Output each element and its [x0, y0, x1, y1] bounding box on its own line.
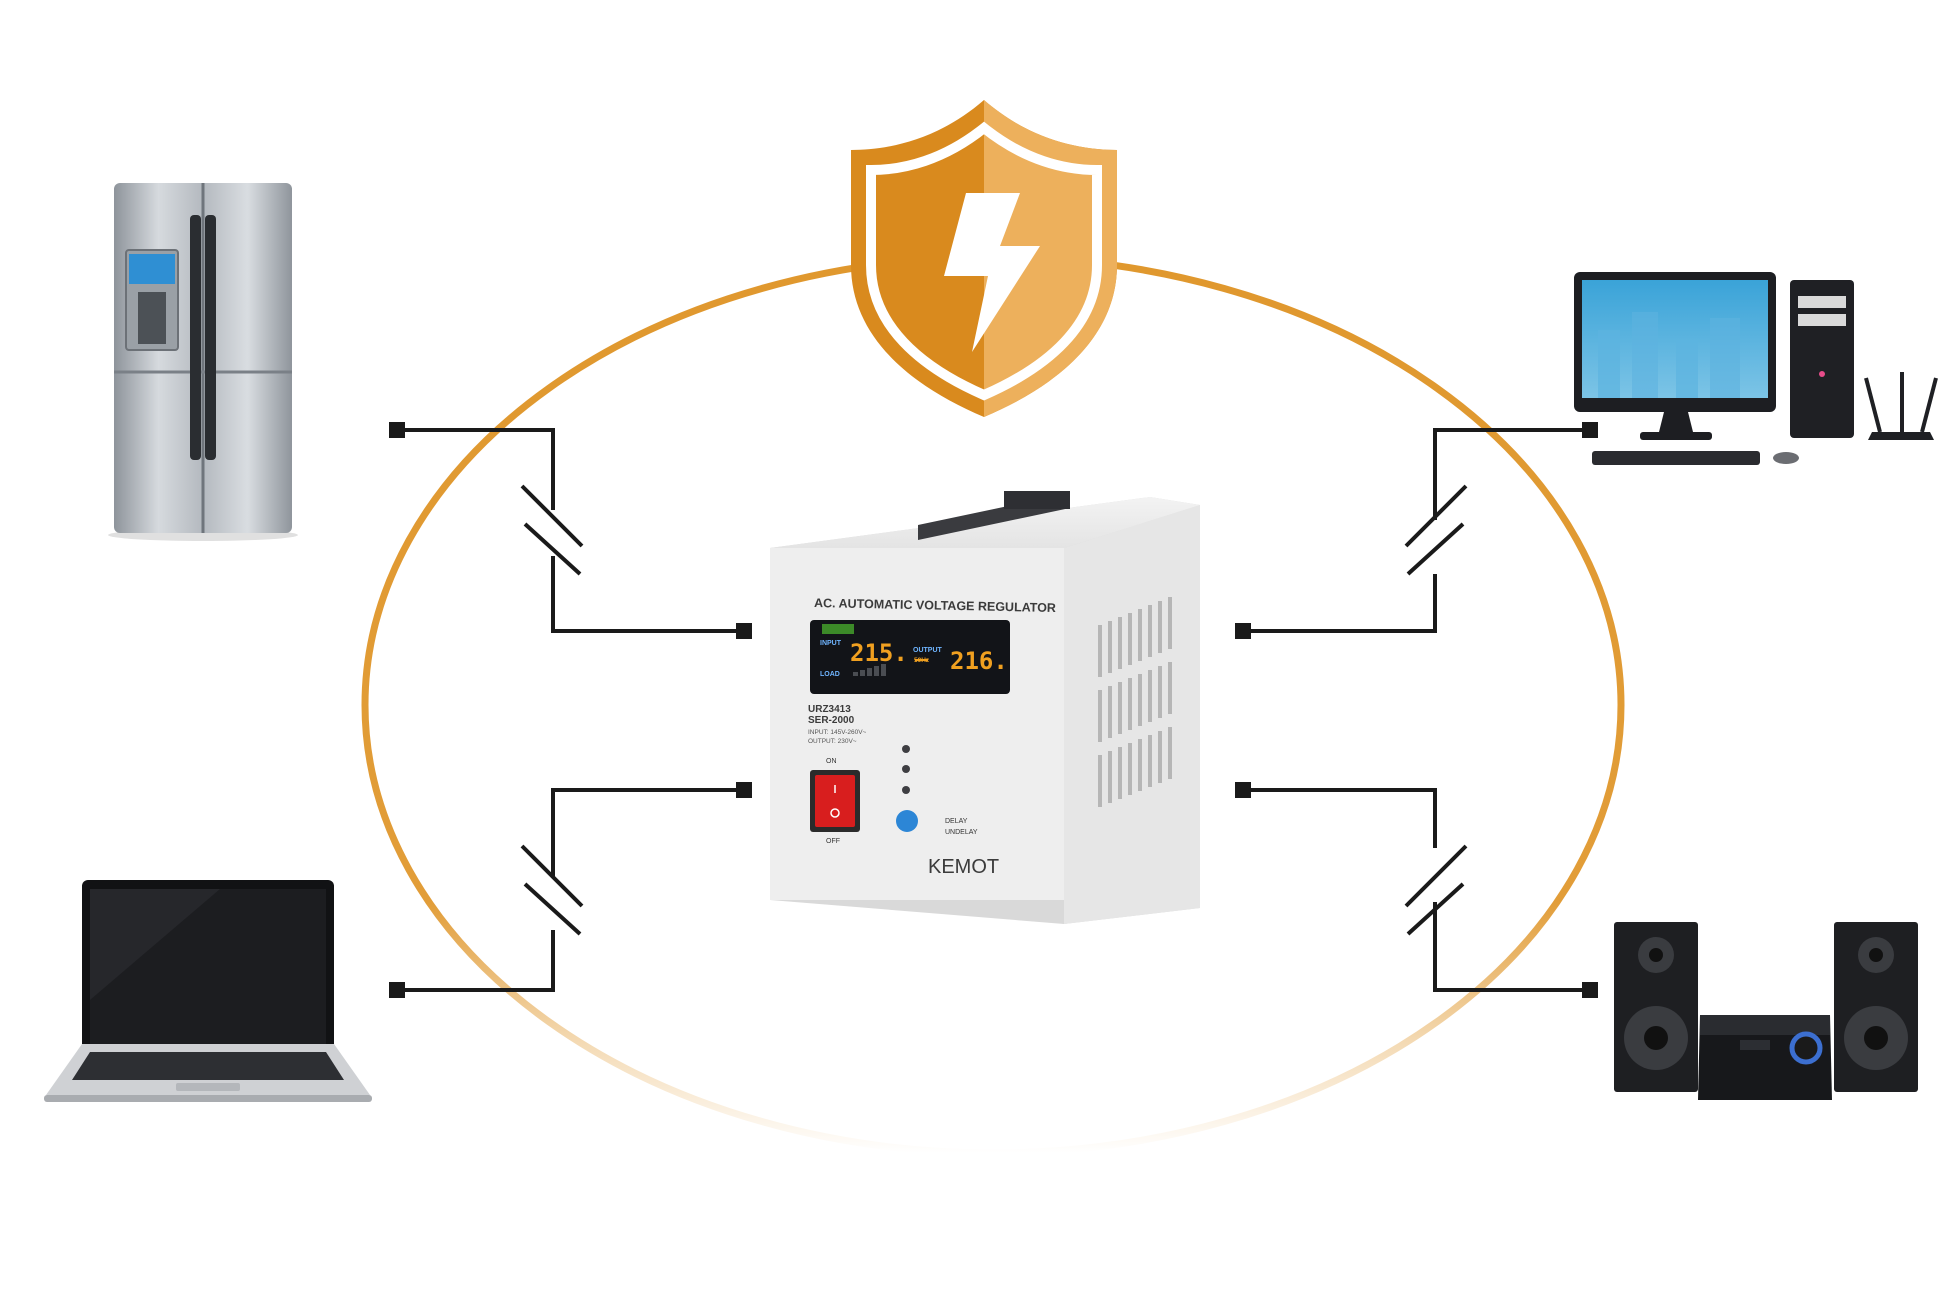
- stereo-speakers-icon: [1614, 922, 1918, 1100]
- regulator-header: AC. AUTOMATIC VOLTAGE REGULATOR: [814, 596, 1056, 615]
- series-label: SER-2000: [808, 715, 855, 726]
- undelay-label: UNDELAY: [945, 829, 978, 836]
- output-spec: OUTPUT: 230V~: [808, 738, 857, 745]
- carry-handle: [918, 491, 1070, 540]
- indicator-leds: [902, 745, 910, 794]
- load-level-bars: [853, 664, 886, 676]
- desktop-computer-icon: [1574, 272, 1938, 465]
- brand-logo: KEMOT: [928, 856, 999, 878]
- display-input-value: 215.: [850, 639, 908, 667]
- voltage-regulator-icon: AC. AUTOMATIC VOLTAGE REGULATOR INPUT LO…: [770, 491, 1200, 924]
- display-input-label: INPUT: [820, 640, 842, 647]
- refrigerator-icon: [108, 183, 298, 541]
- switch-off-label: OFF: [826, 838, 840, 845]
- shield-lightning-icon: [851, 100, 1117, 417]
- wiring: [397, 428, 1590, 992]
- input-spec: INPUT: 145V-260V~: [808, 729, 867, 736]
- power-switch[interactable]: [810, 770, 860, 832]
- delay-button[interactable]: [896, 810, 918, 832]
- display-output-label: OUTPUT: [913, 647, 943, 654]
- display-output-value: 216.: [950, 647, 1008, 675]
- laptop-icon: [44, 880, 372, 1102]
- voltage-display: INPUT LOAD OUTPUT 50Hz 215. 216.: [810, 620, 1010, 694]
- delay-label: DELAY: [945, 818, 968, 825]
- model-number: URZ3413: [808, 704, 851, 715]
- vent-slots: [1098, 597, 1172, 807]
- wire-terminals: [389, 422, 1598, 998]
- display-load-label: LOAD: [820, 671, 840, 678]
- switch-on-label: ON: [826, 758, 837, 765]
